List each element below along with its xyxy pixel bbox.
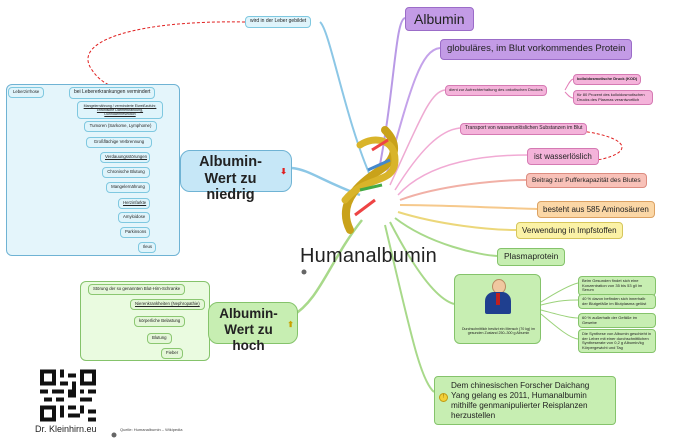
liver-cirrhosis-node[interactable]: Leberzirrhose bbox=[8, 87, 45, 98]
high-item-bleeding[interactable]: Blutung bbox=[147, 333, 172, 344]
buffer-node[interactable]: Beitrag zur Pufferkapazität des Blutes bbox=[526, 173, 647, 189]
low-value-node[interactable]: Albumin-Wert zu niedrig ⬇ bbox=[180, 150, 292, 203]
transport-node[interactable]: Transport von wasserunlöslichen Substanz… bbox=[460, 123, 588, 135]
albumin-node[interactable]: Albumin bbox=[405, 7, 474, 32]
low-item-malnourishment[interactable]: Mangelernährung bbox=[106, 182, 150, 193]
kod-percent-node[interactable]: für 80 Prozent des kolloidosmotischen Dr… bbox=[573, 90, 653, 106]
businessman-icon bbox=[485, 279, 511, 315]
note-icon: ! bbox=[439, 393, 448, 402]
high-value-title: Albumin-Wert zu hoch bbox=[219, 306, 278, 354]
person-node-label: Durchschnittlich besitzt ein Mensch (70 … bbox=[461, 327, 536, 336]
water-soluble-node[interactable]: ist wasserlöslich bbox=[527, 148, 599, 166]
dna-helix-icon bbox=[341, 126, 399, 234]
qr-code-icon bbox=[40, 369, 96, 422]
amino-acids-node[interactable]: besteht aus 585 Aminosäuren bbox=[537, 201, 655, 219]
china-research-label: Dem chinesischen Forscher Daichang Yang … bbox=[451, 381, 590, 420]
low-item-burns[interactable]: Großflächige Verbrennung bbox=[86, 137, 152, 148]
high-item-kidney[interactable]: Nierenkrankheiten (Nephropathie) bbox=[130, 299, 205, 310]
low-item-parkinson[interactable]: Parkinsons bbox=[120, 227, 150, 238]
low-item-digestion[interactable]: Verdauungsstörungen bbox=[100, 152, 150, 163]
source-link[interactable]: Quelle: Humanalbumin – Wikipedia bbox=[120, 427, 183, 432]
high-value-node[interactable]: Albumin-Wert zu hoch ⬆ bbox=[208, 302, 298, 353]
synthesis-node[interactable]: Die Synthese von Albumin geschieht in de… bbox=[578, 329, 656, 354]
brand-label: Dr. Kleinhirn.eu bbox=[35, 424, 97, 434]
oncotic-pressure-node[interactable]: dient zur Aufrechterhaltung des onkotisc… bbox=[445, 85, 547, 96]
arrow-down-icon: ⬇ bbox=[280, 167, 287, 176]
high-item-exercise[interactable]: körperliche Belastung bbox=[134, 316, 186, 327]
high-item-blood-brain[interactable]: Störung der so genannten Blut-Hirn-Schra… bbox=[88, 284, 186, 295]
liver-diseases-node[interactable]: bei Lebererkrankungen vermindert bbox=[69, 87, 156, 99]
low-value-title: Albumin-Wert zu niedrig bbox=[199, 154, 262, 204]
low-item-malnutrition-bowel[interactable]: Mangelernährung / verminderte Eiweißzufu… bbox=[77, 101, 163, 120]
central-topic[interactable]: Humanalbumin bbox=[300, 245, 437, 267]
globular-protein-node[interactable]: globuläres, im Blut vorkommendes Protein bbox=[440, 39, 633, 60]
serum-concentration-node[interactable]: Beim Gesunden findet sich eine Konzentra… bbox=[578, 276, 656, 296]
low-item-bleeding[interactable]: Chronische Blutung bbox=[102, 167, 150, 178]
china-research-node[interactable]: ! Dem chinesischen Forscher Daichang Yan… bbox=[434, 376, 616, 426]
intravascular-node[interactable]: 40 % davon befinden sich innerhalb der B… bbox=[578, 294, 656, 310]
low-item-ileus[interactable]: Ileus bbox=[138, 242, 156, 253]
low-item-amyloidosis[interactable]: Amyloidose bbox=[118, 212, 150, 223]
vaccine-node[interactable]: Verwendung in Impfstoffen bbox=[516, 222, 623, 240]
liver-node-label: wird in der Leber gebildet bbox=[250, 18, 307, 24]
liver-node[interactable]: wird in der Leber gebildet bbox=[245, 16, 312, 28]
person-node[interactable]: Durchschnittlich besitzt ein Mensch (70 … bbox=[454, 274, 541, 344]
low-item-heart-attacks[interactable]: Herzinfarkte bbox=[118, 198, 150, 209]
high-item-fever[interactable]: Fieber bbox=[161, 348, 184, 359]
low-item-tumors[interactable]: Tumoren (Sarkome, Lymphome) bbox=[84, 121, 157, 132]
kod-node[interactable]: kolloidosmotische Druck (KOD) bbox=[573, 74, 642, 85]
arrow-up-icon: ⬆ bbox=[287, 320, 294, 329]
plasma-protein-node[interactable]: Plasmaprotein bbox=[497, 248, 566, 266]
extravascular-node[interactable]: 60 % außerhalb der Gefäße im Gewebe bbox=[578, 313, 656, 329]
